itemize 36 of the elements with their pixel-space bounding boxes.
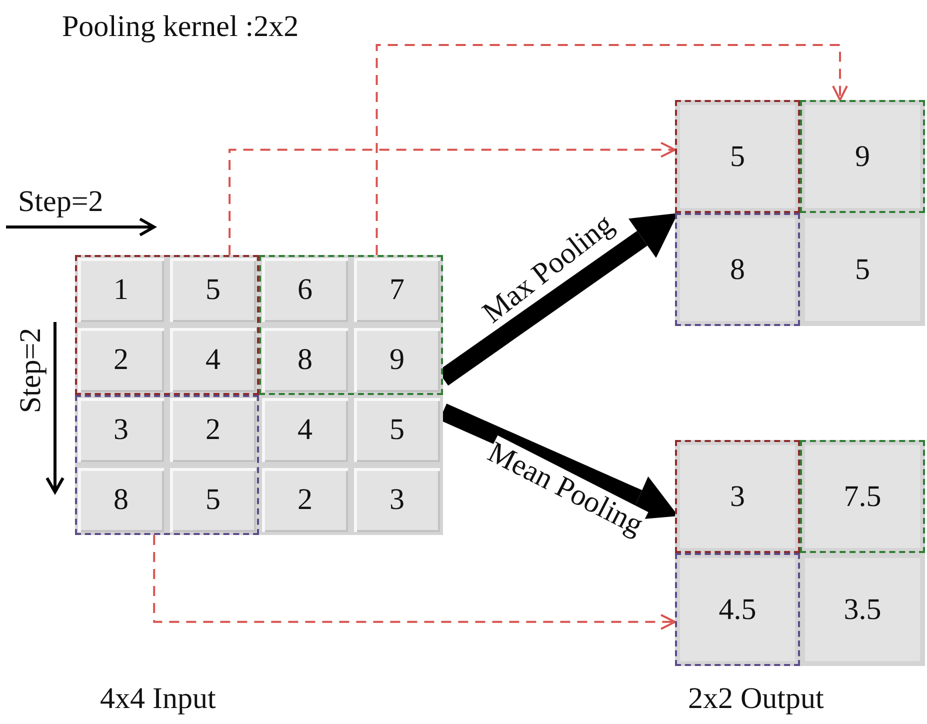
grid-cell: 1 — [78, 258, 164, 322]
pooling-window — [259, 255, 443, 395]
grid-cell: 9 — [354, 328, 440, 392]
number-grid — [675, 100, 925, 326]
grid-cell: 9 — [800, 100, 925, 213]
number-grid — [75, 255, 443, 535]
grid-cell: 3 — [354, 468, 440, 532]
grid-caption: 2x2 Output — [688, 682, 824, 715]
grid-cell: 4 — [170, 328, 256, 392]
grid-cell: 8 — [262, 328, 348, 392]
pooling-window — [75, 255, 259, 395]
grid-cell: 7.5 — [800, 440, 925, 553]
step-label: Step=2 — [14, 327, 47, 413]
grid-cell: 8 — [675, 213, 800, 326]
grid-cell: 5 — [170, 258, 256, 322]
pooling-window — [75, 395, 259, 535]
arrow — [153, 535, 676, 630]
arrow — [376, 44, 848, 255]
arrow — [228, 142, 676, 255]
grid-cell: 5 — [675, 100, 800, 213]
grid-cell: 2 — [170, 398, 256, 462]
title-text: Pooling kernel :2x2 — [62, 10, 299, 43]
grid-cell: 4 — [262, 398, 348, 462]
grid-cell: 7 — [354, 258, 440, 322]
grid-cell: 5 — [354, 398, 440, 462]
grid-cell: 4.5 — [675, 553, 800, 666]
number-grid — [675, 440, 925, 666]
grid-cell: 2 — [78, 328, 164, 392]
grid-cell: 2 — [262, 468, 348, 532]
grid-cell: 5 — [170, 468, 256, 532]
grid-cell: 3 — [78, 398, 164, 462]
grid-cell: 8 — [78, 468, 164, 532]
step-label: Step=2 — [18, 185, 104, 218]
grid-cell: 3 — [675, 440, 800, 553]
grid-cell: 6 — [262, 258, 348, 322]
grid-caption: 4x4 Input — [100, 682, 216, 715]
